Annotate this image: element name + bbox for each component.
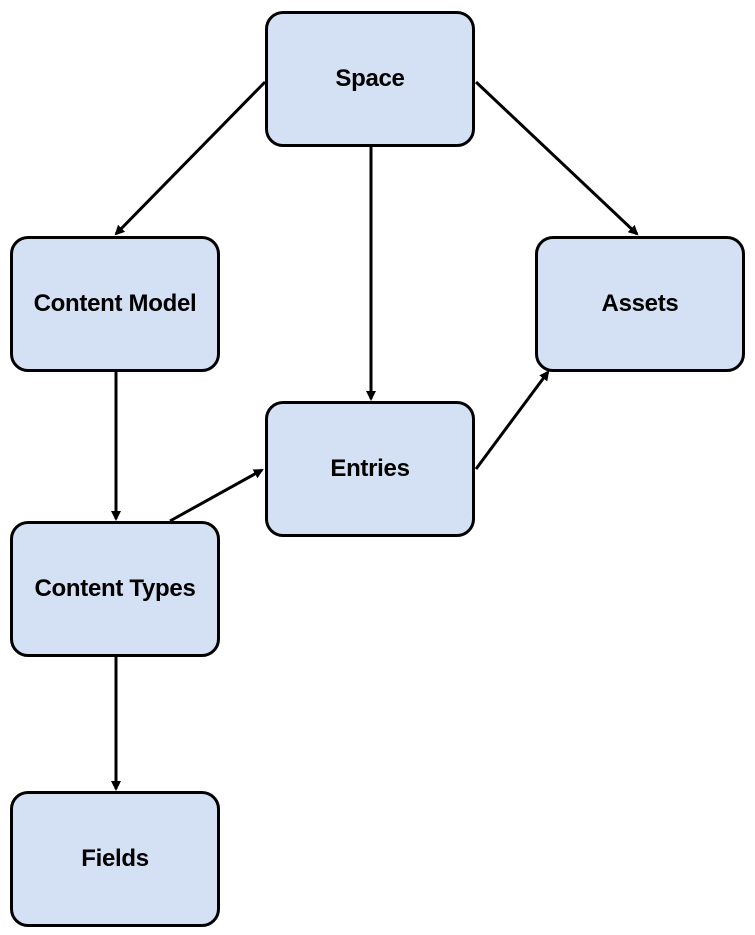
edge-content-types-to-entries [169, 468, 264, 523]
node-label-content-types: Content Types [34, 575, 196, 602]
node-assets[interactable]: Assets [535, 236, 745, 372]
node-fields[interactable]: Fields [10, 791, 220, 927]
node-label-entries: Entries [330, 455, 410, 482]
node-content-model[interactable]: Content Model [10, 236, 220, 372]
node-space[interactable]: Space [265, 11, 475, 147]
node-label-content-model: Content Model [33, 290, 197, 317]
node-label-space: Space [335, 65, 405, 92]
node-content-types[interactable]: Content Types [10, 521, 220, 657]
edge-space-to-assets [474, 80, 639, 236]
edge-entries-to-assets [474, 370, 550, 470]
edge-space-to-content-model [114, 80, 267, 236]
node-entries[interactable]: Entries [265, 401, 475, 537]
node-label-fields: Fields [81, 845, 149, 872]
node-label-assets: Assets [601, 290, 679, 317]
